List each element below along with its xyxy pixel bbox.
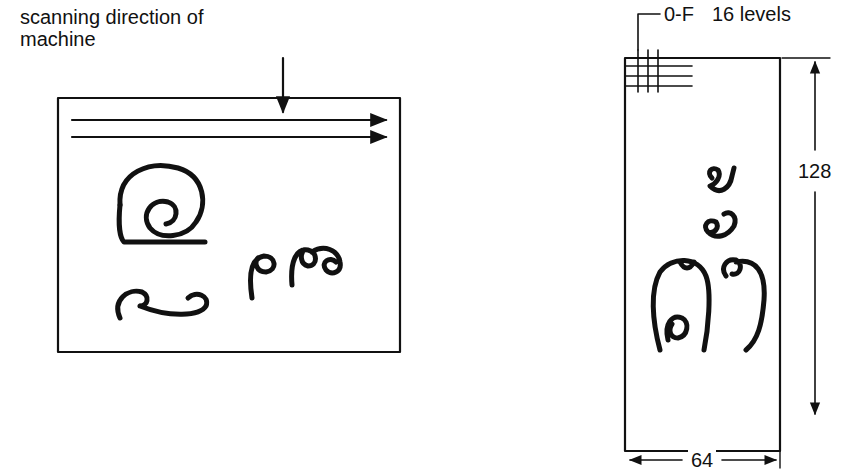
scan-frame xyxy=(58,98,400,352)
leader-line xyxy=(638,14,660,50)
scan-arrow xyxy=(72,119,386,121)
levels-label: 16 levels xyxy=(712,3,791,25)
dimension-line xyxy=(814,192,816,414)
extension-line xyxy=(782,57,830,58)
grid-lines xyxy=(625,50,692,92)
dimension-line xyxy=(630,459,682,461)
pointer-arrow xyxy=(282,58,284,112)
handwritten-glyph xyxy=(653,168,764,350)
annotation-label: scanning direction of machine xyxy=(20,6,220,50)
dimension-label: 128 xyxy=(795,160,834,182)
extension-line xyxy=(779,422,780,468)
range-label: 0-F xyxy=(664,3,694,25)
dimension-label: 64 xyxy=(688,449,716,471)
scan-arrow xyxy=(72,136,386,138)
dimension-line xyxy=(814,62,816,150)
dimension-line xyxy=(722,459,776,461)
handwritten-glyph xyxy=(118,166,340,318)
character-cell xyxy=(625,58,780,451)
